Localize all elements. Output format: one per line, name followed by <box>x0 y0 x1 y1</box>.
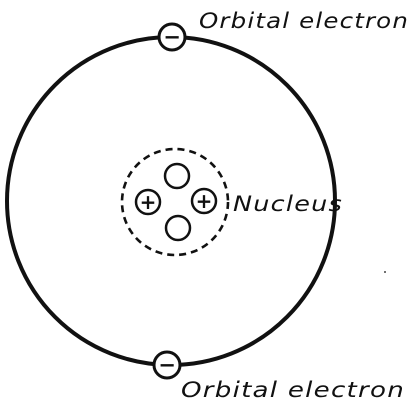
speck-mark <box>384 271 386 273</box>
label-top-electron: Orbital electron <box>199 9 409 33</box>
electron-top: − <box>157 22 187 52</box>
neutron-bottom <box>164 214 192 242</box>
nucleus-boundary <box>120 147 230 257</box>
electron-bottom-sign: − <box>158 353 176 377</box>
electron-top-sign: − <box>163 25 181 49</box>
proton-right: + <box>190 187 218 215</box>
label-nucleus: Nucleus <box>233 192 343 216</box>
proton-left: + <box>134 188 162 216</box>
proton-left-sign: + <box>140 190 157 214</box>
proton-right-sign: + <box>196 189 213 213</box>
electron-bottom: − <box>152 350 182 380</box>
neutron-top <box>163 162 191 190</box>
label-bottom-electron: Orbital electron <box>181 378 405 402</box>
